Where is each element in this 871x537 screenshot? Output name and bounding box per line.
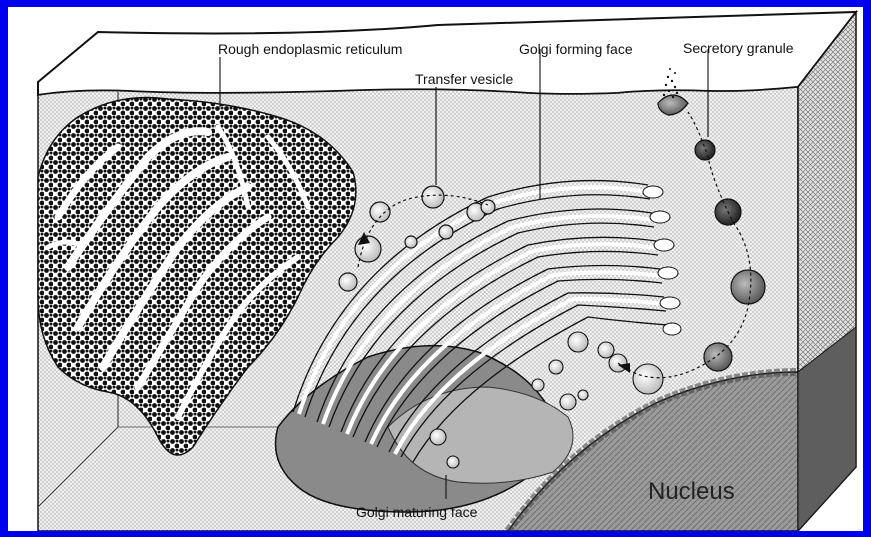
diagram-frame: Rough endoplasmic reticulum Transfer ves… bbox=[8, 7, 863, 531]
label-nucleus: Nucleus bbox=[648, 478, 735, 506]
label-transfer-vesicle: Transfer vesicle bbox=[415, 71, 513, 87]
label-golgi-forming-face: Golgi forming face bbox=[519, 41, 633, 57]
label-secretory-granule: Secretory granule bbox=[683, 40, 794, 56]
label-golgi-maturing-face: Golgi maturing face bbox=[356, 504, 477, 520]
label-rough-er: Rough endoplasmic reticulum bbox=[218, 41, 402, 57]
